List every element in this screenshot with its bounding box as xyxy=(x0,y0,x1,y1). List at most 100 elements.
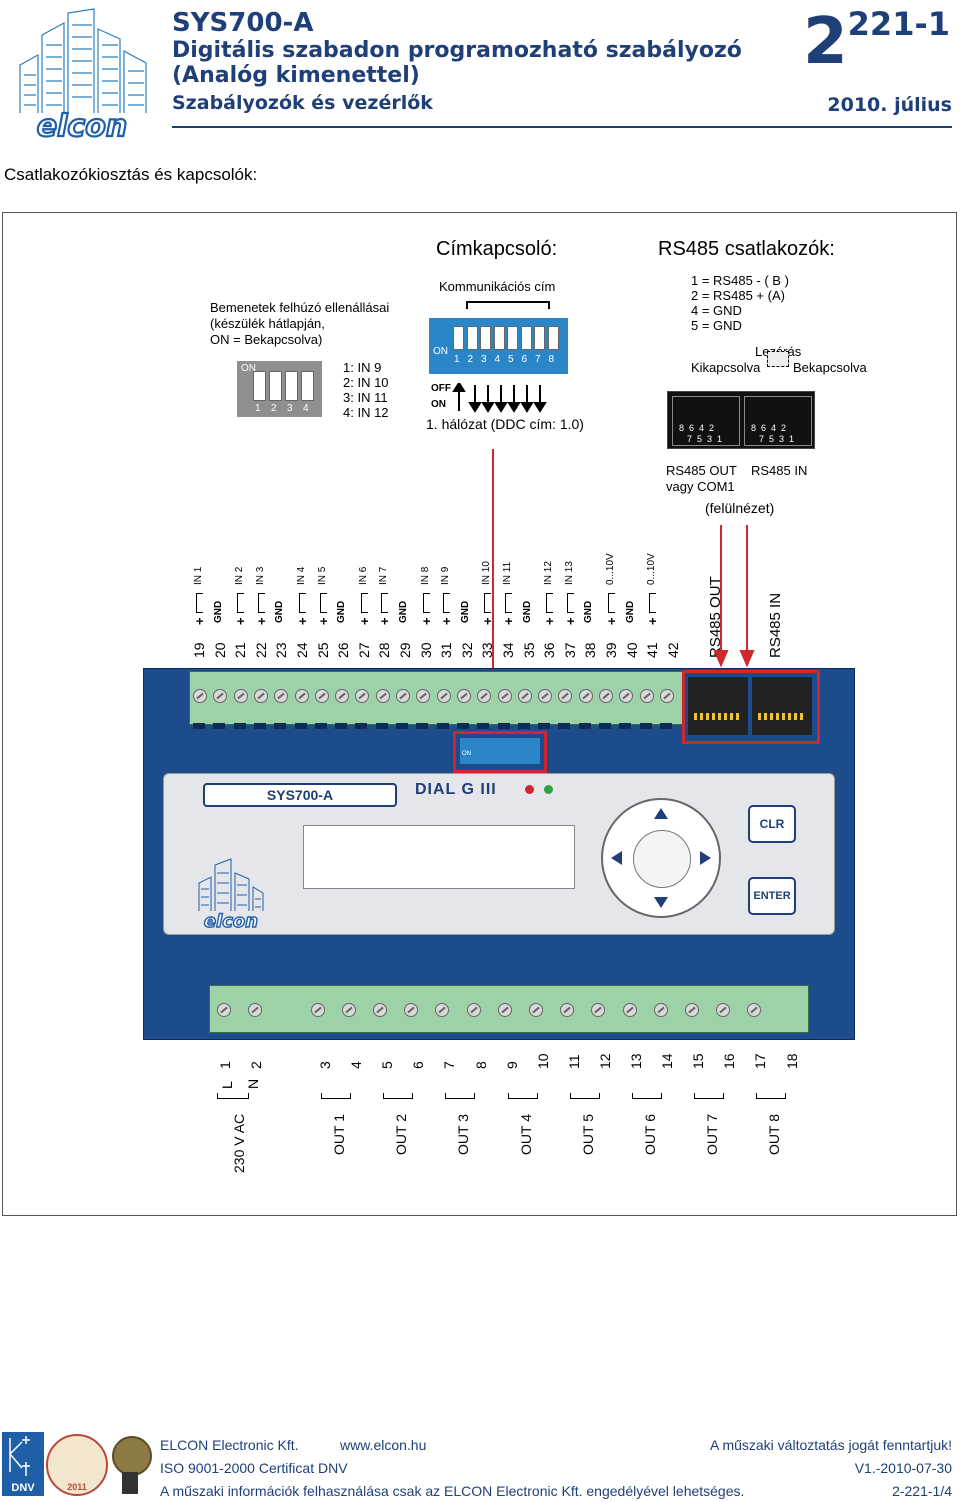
top-terminal-29: 29 xyxy=(397,642,413,658)
top-slot-4 xyxy=(253,723,266,729)
address-switch-2 xyxy=(466,326,478,350)
bottom-screw-17 xyxy=(716,1003,731,1017)
input-bracket-9 xyxy=(443,593,451,613)
address-switch-title: Címkapcsoló: xyxy=(436,238,558,260)
pointer-arrows xyxy=(485,449,755,726)
nav-down-icon[interactable] xyxy=(654,897,668,908)
rs485-pin-4: 4 = GND xyxy=(691,303,742,318)
out-jack-top-pins: 8 6 4 2 xyxy=(679,423,715,433)
header-rule xyxy=(172,126,952,128)
top-terminal-42: 42 xyxy=(664,642,681,658)
dnv-logo: DNV xyxy=(2,1432,44,1496)
top-terminal-31: 31 xyxy=(438,642,455,658)
bottom-screw-1 xyxy=(217,1003,231,1017)
address-dip-on-device: ON xyxy=(453,731,547,773)
pullup-line-1: Bemenetek felhúzó ellenállásai xyxy=(210,300,390,315)
port-pin-1-0 xyxy=(758,713,761,720)
input-group-3: IN 3 xyxy=(254,566,266,585)
top-slot-6 xyxy=(294,723,307,729)
address-switch-5 xyxy=(507,326,518,350)
bottom-screw-5 xyxy=(341,1003,356,1017)
dnv-text: DNV xyxy=(11,1482,35,1494)
input-bracket-1 xyxy=(196,593,203,613)
top-sign-32: GND xyxy=(459,600,471,623)
input-group-1: IN 1 xyxy=(193,566,204,585)
device-elcon-logo: elcon xyxy=(179,853,279,933)
output-bracket-5 xyxy=(569,1093,600,1099)
input-group-8: IN 8 xyxy=(419,566,431,585)
port-pin-0-6 xyxy=(730,713,733,720)
output-6: OUT 6 xyxy=(642,1114,658,1155)
top-sign-30: + xyxy=(418,617,434,625)
bottom-terminal-13: 13 xyxy=(628,1053,644,1069)
address-switch-4 xyxy=(493,326,505,350)
top-sign-35: GND xyxy=(521,600,533,623)
bottom-screw-11 xyxy=(529,1003,543,1017)
output-bracket-8 xyxy=(756,1093,787,1099)
address-num-7: 7 xyxy=(535,354,541,365)
award-medal xyxy=(110,1436,152,1494)
nav-up-icon[interactable] xyxy=(654,808,668,819)
input-group-15: 0...10V xyxy=(646,553,658,585)
output-3: OUT 3 xyxy=(455,1114,472,1155)
top-sign-22: + xyxy=(253,617,269,625)
pullup-line-3: ON = Bekapcsolva) xyxy=(210,332,323,347)
in-jack-bottom-pins: 7 5 3 1 xyxy=(759,434,795,444)
top-slot-2 xyxy=(213,723,226,729)
top-sign-40: GND xyxy=(624,600,636,623)
rs485-in-label: RS485 IN xyxy=(751,463,808,478)
clr-button[interactable]: CLR xyxy=(748,805,796,843)
out-jack-bottom-pins: 7 5 3 1 xyxy=(687,434,723,444)
bottom-terminal-15: 15 xyxy=(690,1053,707,1069)
port-pin-0-1 xyxy=(700,713,703,720)
top-screw-21 xyxy=(599,689,613,703)
top-terminal-26: 26 xyxy=(335,642,352,658)
doc-number: 2221-1 xyxy=(803,4,950,80)
bottom-terminal-1: 1 xyxy=(217,1061,233,1069)
top-slot-17 xyxy=(517,723,530,729)
bottom-terminal-5: 5 xyxy=(379,1061,396,1069)
pullup-switch-1 xyxy=(253,371,266,401)
output-5: OUT 5 xyxy=(579,1114,596,1155)
footer-usage: A műszaki információk felhasználása csak… xyxy=(160,1483,745,1499)
top-screw-9 xyxy=(355,689,370,703)
top-terminal-30: 30 xyxy=(417,642,434,658)
top-slot-13 xyxy=(436,723,449,729)
address-dip-on: ON xyxy=(433,346,448,357)
top-sign-24: + xyxy=(295,617,310,625)
pullup-num-1: 1 xyxy=(255,403,261,414)
nav-center[interactable] xyxy=(633,830,691,888)
top-screw-2 xyxy=(213,689,228,703)
input-bracket-14 xyxy=(608,593,615,613)
nav-left-icon[interactable] xyxy=(611,851,622,865)
input-bracket-12 xyxy=(546,593,554,613)
top-screw-4 xyxy=(253,689,268,703)
bottom-terminal-4: 4 xyxy=(348,1061,365,1069)
top-terminal-25: 25 xyxy=(314,642,331,658)
enter-button[interactable]: ENTER xyxy=(748,877,796,915)
footer-web[interactable]: www.elcon.hu xyxy=(340,1437,427,1453)
top-terminal-33: 33 xyxy=(479,642,496,658)
pullup-map-4: 4: IN 12 xyxy=(343,405,389,420)
rs485-pin-2: 2 = RS485 + (A) xyxy=(691,288,785,303)
top-slot-5 xyxy=(274,723,287,729)
pullup-line-2: (készülék hátlapján, xyxy=(210,316,325,331)
led-red xyxy=(525,785,534,794)
navigation-pad[interactable] xyxy=(601,798,721,918)
top-screw-6 xyxy=(294,689,309,703)
top-sign-31: + xyxy=(439,617,455,625)
input-bracket-6 xyxy=(360,593,368,613)
pullup-num-2: 2 xyxy=(271,403,277,414)
lcd-display xyxy=(303,825,575,889)
pullup-map-2: 2: IN 10 xyxy=(343,375,389,390)
output-bracket-7 xyxy=(694,1093,725,1099)
address-switch-1 xyxy=(453,326,464,350)
rs485-pin-5: 5 = GND xyxy=(691,318,742,333)
top-terminal-21: 21 xyxy=(232,642,249,658)
switch-position-arrows xyxy=(452,383,547,413)
bottom-terminal-6: 6 xyxy=(410,1061,427,1069)
topview-label: (felülnézet) xyxy=(705,500,775,516)
nav-right-icon[interactable] xyxy=(700,851,711,865)
termination-jumper xyxy=(767,351,789,367)
address-switch-6 xyxy=(520,326,532,350)
